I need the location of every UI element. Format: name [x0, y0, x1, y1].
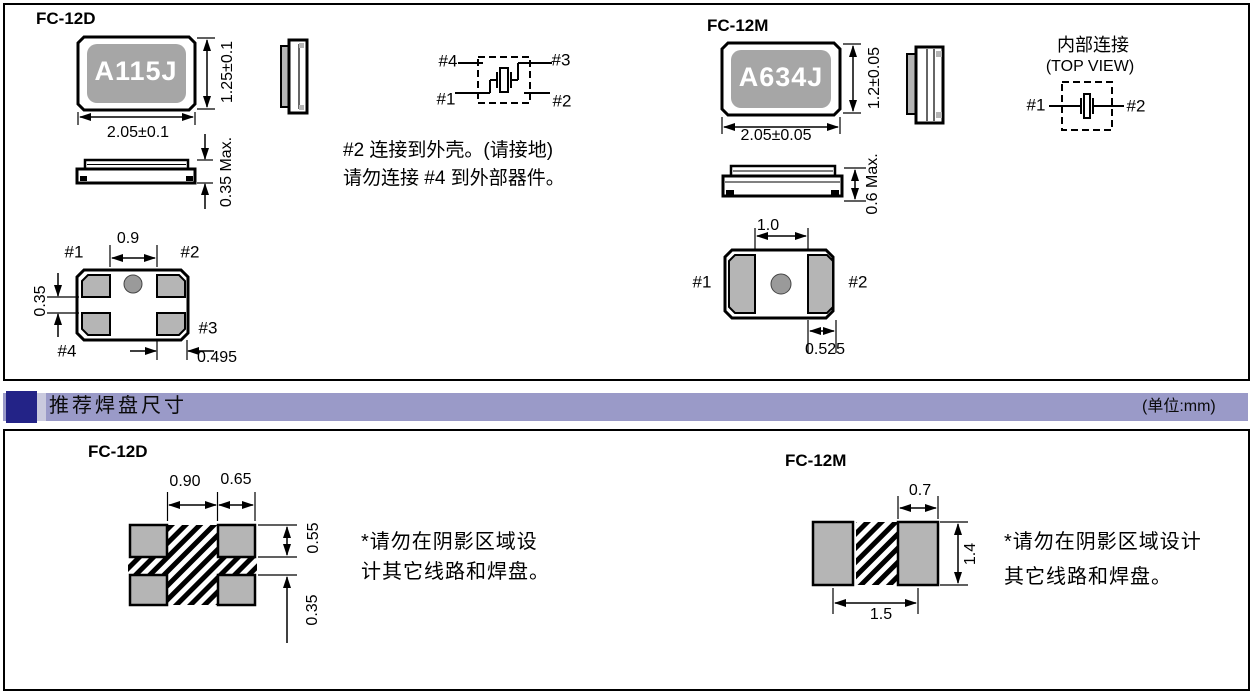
fc12d-thickness-dim-label: 0.35 Max.: [218, 136, 236, 208]
fc12d-connection-note-line2: 请勿连接 #4 到外部器件。: [343, 168, 565, 189]
recommended-pad-panel: [3, 429, 1250, 691]
pad-fc12m-height-dim-label: 1.4: [962, 542, 980, 566]
fc12d-title: FC-12D: [36, 9, 96, 28]
fc12m-internal-pin2-label: #2: [1126, 96, 1146, 116]
fc12m-bottom-pin1-label: #1: [692, 272, 712, 292]
pad-fc12d-gap-dim-label: 0.35: [304, 594, 322, 626]
fc12d-bottom-pin2-label: #2: [180, 242, 200, 262]
fc12m-width-dim-label: 2.05±0.05: [740, 127, 812, 145]
pad-fc12d-width-dim-label: 0.65: [220, 471, 252, 489]
fc12m-internal-title: 内部连接: [1057, 35, 1129, 56]
fc12d-pad-dim-label: 0.495: [196, 349, 238, 367]
pad-fc12m-note-line1: *请勿在阴影区域设计: [1004, 531, 1202, 553]
fc12m-height-dim-label: 1.2±0.05: [866, 46, 884, 110]
fc12d-width-dim-label: 2.05±0.1: [106, 124, 170, 142]
fc12d-conn-pin1-label: #1: [436, 89, 456, 109]
pad-fc12d-note-line2: 计其它线路和焊盘。: [361, 561, 550, 583]
fc12m-bottom-pin2-label: #2: [848, 272, 868, 292]
fc12m-pad-dim-label: 0.525: [804, 341, 846, 359]
pad-fc12m-title: FC-12M: [785, 451, 847, 470]
pad-fc12m-note-line2: 其它线路和焊盘。: [1004, 566, 1172, 588]
pad-fc12d-height-dim-label: 0.55: [305, 522, 323, 554]
pad-fc12d-note-line1: *请勿在阴影区域设: [361, 531, 538, 553]
fc12d-conn-pin3-label: #3: [551, 50, 571, 70]
section-header-accent-square: [6, 391, 37, 423]
fc12d-connection-note-line1: #2 连接到外壳。(请接地): [343, 140, 554, 161]
fc12d-bottom-pin3-label: #3: [198, 318, 218, 338]
fc12d-pitch-dim-label: 0.9: [116, 230, 140, 248]
fc12m-internal-subtitle: (TOP VIEW): [1045, 58, 1135, 76]
fc12d-conn-pin4-label: #4: [438, 51, 458, 71]
fc12d-height-dim-label: 1.25±0.1: [219, 40, 237, 104]
fc12d-gap-dim-label: 0.35: [32, 285, 50, 317]
pad-fc12d-title: FC-12D: [88, 442, 148, 461]
fc12m-thickness-dim-label: 0.6 Max.: [864, 153, 882, 215]
fc12m-internal-pin1-label: #1: [1026, 95, 1046, 115]
fc12d-bottom-pin4-label: #4: [57, 341, 77, 361]
section-header-accent-gap: [37, 393, 46, 421]
fc12d-marking-label: A115J: [94, 56, 178, 87]
fc12d-bottom-pin1-label: #1: [64, 242, 84, 262]
fc12m-marking-label: A634J: [738, 62, 824, 93]
pad-fc12m-pitch-dim-label: 1.5: [869, 606, 893, 624]
fc12m-pitch-dim-label: 1.0: [756, 217, 780, 235]
fc12m-title: FC-12M: [707, 16, 769, 35]
fc12d-conn-pin2-label: #2: [552, 91, 572, 111]
pad-fc12m-width-dim-label: 0.7: [908, 482, 932, 500]
pad-fc12d-pitch-dim-label: 0.90: [169, 473, 201, 491]
section-bar-title: 推荐焊盘尺寸: [49, 395, 187, 417]
section-bar-unit-label: (单位:mm): [1142, 398, 1216, 415]
section-header-bar: [3, 393, 1248, 421]
